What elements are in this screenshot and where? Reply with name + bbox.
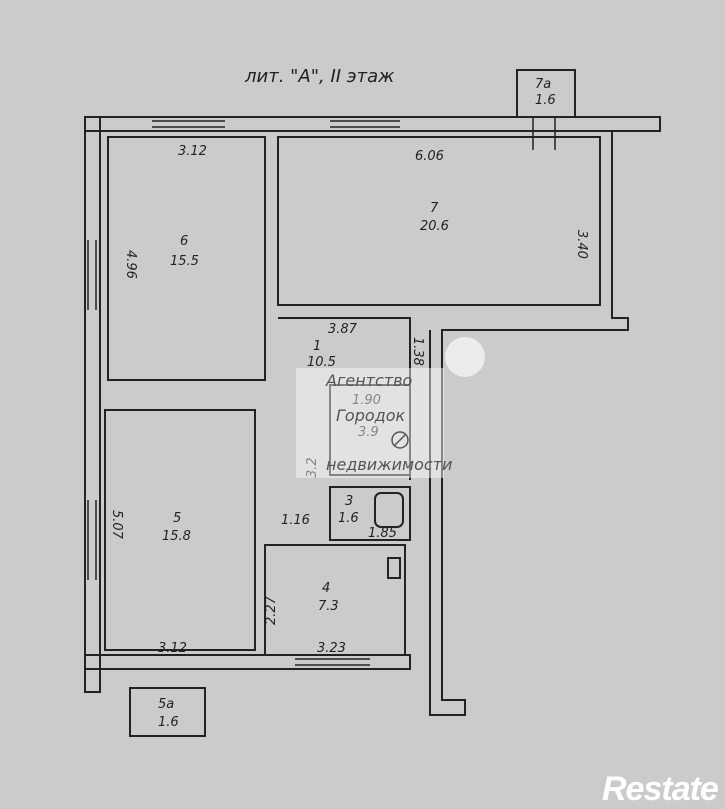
room-5-area: 15.8 — [162, 529, 191, 544]
room-7 — [277, 136, 601, 306]
svg-text:1.85: 1.85 — [368, 526, 397, 541]
balcony-7a — [516, 69, 576, 118]
room-6 — [107, 136, 266, 381]
room-3-id: 3 — [345, 494, 353, 509]
room-3 — [329, 486, 411, 541]
glare-spot — [445, 337, 485, 377]
room-6-id: 6 — [180, 234, 188, 249]
svg-text:1.90: 1.90 — [352, 393, 381, 408]
walls — [84, 69, 661, 737]
room-7-id: 7 — [430, 201, 439, 216]
svg-text:3.87: 3.87 — [328, 322, 358, 337]
balcony-7a-area: 1.6 — [535, 93, 556, 108]
balcony-5a-area: 1.6 — [158, 715, 179, 730]
svg-text:4.96: 4.96 — [123, 250, 138, 279]
room-3-area: 1.6 — [338, 511, 359, 526]
svg-text:3.40: 3.40 — [574, 230, 589, 259]
dimension-labels: 3.12 6.06 4.96 3.40 3.87 1.38 1.90 3.2 5… — [109, 144, 589, 656]
room-5 — [104, 409, 256, 651]
svg-text:3.23: 3.23 — [317, 641, 346, 656]
room-2 — [329, 384, 411, 476]
restate-logo: Restate — [602, 770, 719, 808]
watermark-top: Агентство — [325, 371, 413, 390]
room-5-id: 5 — [173, 511, 181, 526]
room-labels: 6 15.5 7 20.6 1 10.5 3.9 3 1.6 4 7.3 5 1… — [158, 77, 556, 730]
balcony-7a-id: 7a — [535, 77, 551, 92]
svg-text:3.2: 3.2 — [305, 457, 320, 478]
agency-watermark: Агентство Городок недвижимости — [296, 368, 452, 478]
svg-text:2.27: 2.27 — [264, 595, 279, 625]
room-1-id: 1 — [313, 339, 321, 354]
room-7-area: 20.6 — [420, 219, 449, 234]
svg-text:1.38: 1.38 — [410, 337, 425, 366]
room-6-area: 15.5 — [170, 254, 199, 269]
room-4-id: 4 — [322, 581, 330, 596]
watermark-middle: Городок — [336, 406, 406, 425]
balcony-5a-id: 5a — [158, 697, 174, 712]
svg-text:3.12: 3.12 — [178, 144, 207, 159]
room-2-area: 3.9 — [358, 425, 379, 440]
svg-text:5.07: 5.07 — [109, 510, 124, 540]
svg-text:3.12: 3.12 — [158, 641, 187, 656]
plan-title: лит. "А", II этаж — [244, 66, 395, 87]
watermark-bottom: недвижимости — [326, 455, 452, 474]
room-4-area: 7.3 — [318, 599, 339, 614]
svg-text:1.16: 1.16 — [281, 513, 310, 528]
room-1-area: 10.5 — [307, 355, 336, 370]
svg-text:6.06: 6.06 — [415, 149, 444, 164]
balcony-5a — [129, 687, 206, 737]
